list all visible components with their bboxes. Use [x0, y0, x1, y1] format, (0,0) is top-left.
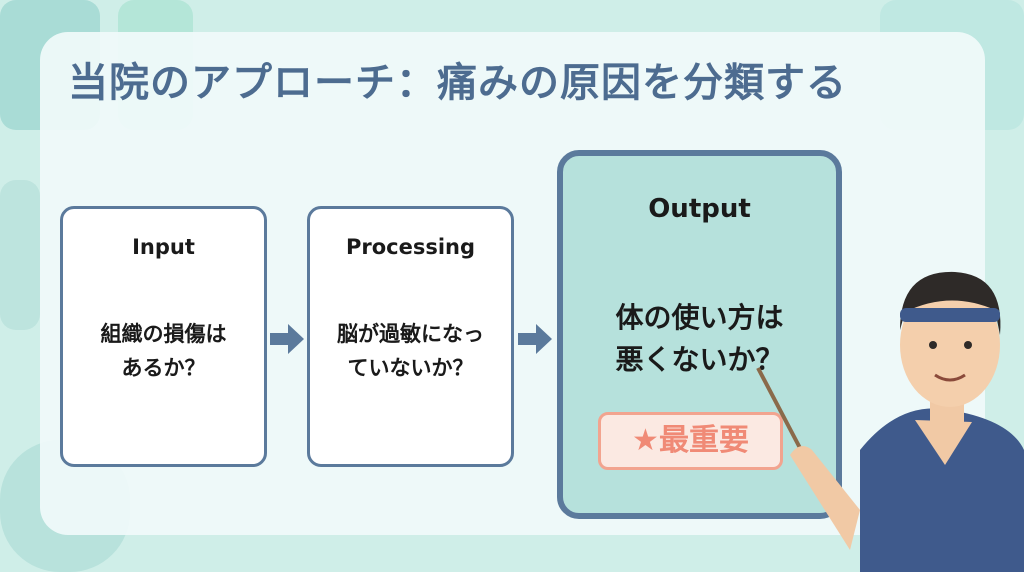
step-line: 組織の損傷は — [100, 322, 227, 346]
step-input: Input 組織の損傷は あるか？ — [60, 206, 267, 467]
bg-shape — [0, 180, 40, 330]
most-important-badge: ★最重要 — [598, 412, 783, 470]
step-line: ていないか？ — [347, 356, 474, 380]
arrow-right-icon — [518, 324, 552, 354]
step-line: 体の使い方は — [615, 301, 784, 334]
arrow-right-icon — [270, 324, 304, 354]
step-heading: Input — [132, 235, 195, 259]
step-line: あるか？ — [121, 356, 206, 380]
doctor-illustration — [756, 271, 1024, 572]
step-line: 脳が過敏になっ — [337, 322, 484, 346]
step-heading: Processing — [345, 235, 476, 259]
step-processing: Processing 脳が過敏になっ ていないか？ — [307, 206, 514, 467]
step-heading: Output — [648, 194, 751, 224]
page-title: 当院のアプローチ：痛みの原因を分類する — [68, 60, 847, 106]
step-line: 悪くないか？ — [615, 343, 784, 376]
